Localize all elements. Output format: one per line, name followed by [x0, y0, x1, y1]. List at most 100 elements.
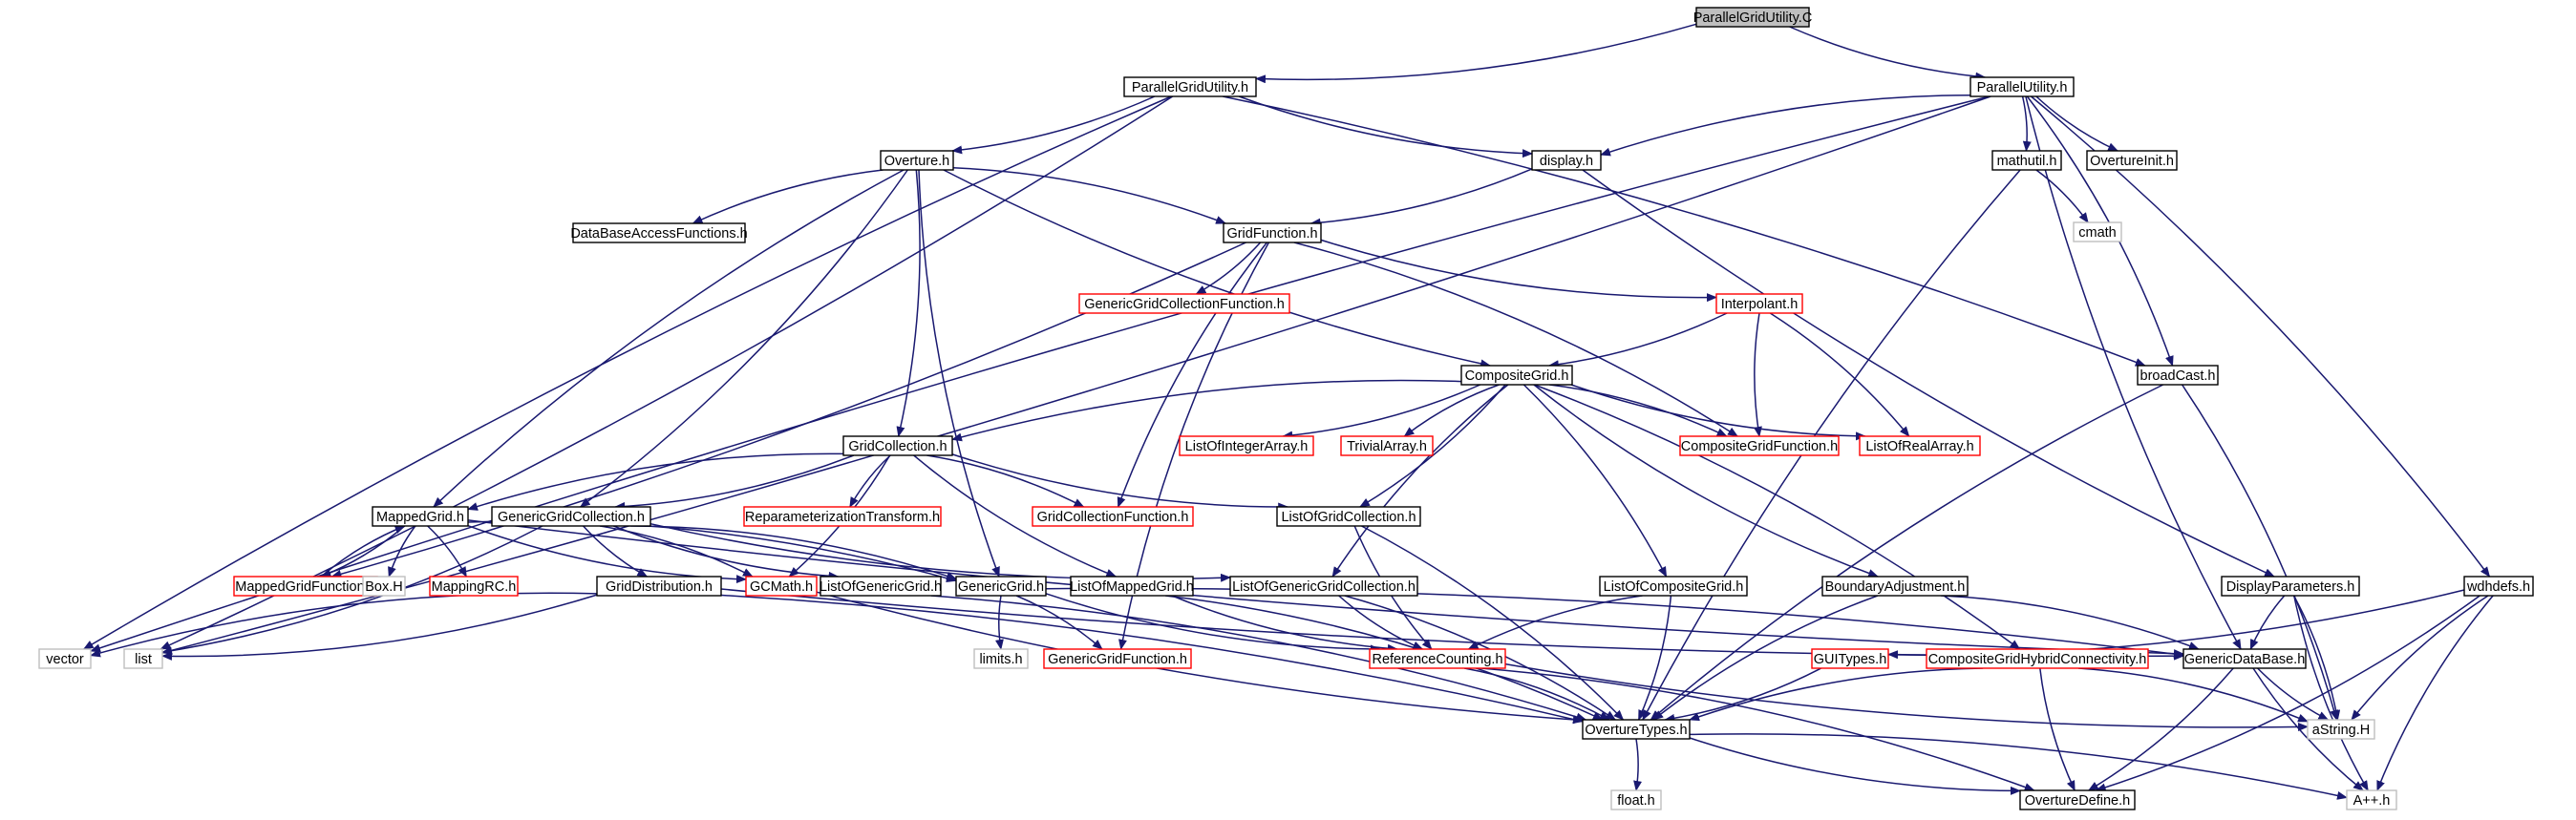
node-box: [1679, 435, 1840, 456]
edge-referencecounting-h-to-overturetypes-h: [1463, 667, 1610, 721]
node-compositegridhybridconnectivity-h[interactable]: CompositeGridHybridConnectivity.h: [1926, 648, 2149, 669]
node-box: [2182, 648, 2307, 669]
edge-displayparameters-h-to-genericdatabase-h: [2249, 595, 2286, 650]
edge-line: [161, 594, 598, 661]
edge-line: [1015, 595, 1103, 650]
node-box: [1821, 576, 1969, 597]
edge-line: [160, 95, 1174, 650]
node-compositegrid-h[interactable]: CompositeGrid.h: [1460, 365, 1573, 386]
edge-overture-h-to-genericgridcollection-h: [579, 169, 908, 508]
node-label: DisplayParameters.h: [2226, 579, 2355, 595]
node-gcmath-h[interactable]: GCMath.h: [745, 576, 818, 597]
node-box: [2073, 221, 2122, 242]
node-label: ListOfGridCollection.h: [1281, 510, 1416, 525]
edge-gridfunction-h-to-interpolant-h: [1320, 239, 1717, 303]
node-trivialarray-h[interactable]: TrivialArray.h: [1340, 435, 1434, 456]
node-displayparameters-h[interactable]: DisplayParameters.h: [2221, 576, 2360, 597]
node-app-h: A++.h: [2346, 789, 2397, 810]
node-box: [1340, 435, 1434, 456]
node-guitypes-h[interactable]: GUITypes.h: [1811, 648, 1889, 669]
node-display-h[interactable]: display.h: [1531, 150, 1602, 171]
node-parallelgridutility-c[interactable]: ParallelGridUtility.C: [1693, 7, 1813, 28]
edge-parallelgridutility-h-to-overture-h: [951, 95, 1156, 155]
node-parallelutility-h[interactable]: ParallelUtility.h: [1969, 76, 2075, 97]
edge-line: [896, 169, 921, 437]
edge-griddistribution-h-to-overturetypes-h: [720, 594, 1584, 724]
edge-parallelgridutility-h-to-display-h: [1238, 95, 1533, 158]
edge-mappedgrid-h-to-genericdatabase-h: [467, 519, 2184, 659]
node-limits-h: limits.h: [973, 648, 1029, 669]
node-box: [745, 576, 818, 597]
node-genericdatabase-h[interactable]: GenericDataBase.h: [2182, 648, 2307, 669]
edge-line: [427, 525, 467, 578]
edge-compositegrid-h-to-listofgenericgridcollection-h: [1331, 384, 1509, 578]
edge-line: [2257, 667, 2330, 721]
edge-gridfunction-h-to-genericgridcollectionfunction-h: [1195, 242, 1262, 295]
node-listofgenericgridcollection-h[interactable]: ListOfGenericGridCollection.h: [1229, 576, 1418, 597]
edge-line: [1045, 593, 1381, 654]
edge-line: [951, 379, 1462, 442]
node-mappingrc-h[interactable]: MappingRC.h: [429, 576, 519, 597]
node-box: [2019, 789, 2136, 810]
node-listofgridcollection-h[interactable]: ListOfGridCollection.h: [1276, 506, 1421, 527]
node-gridcollectionfunction-h[interactable]: GridCollectionFunction.h: [1032, 506, 1194, 527]
node-overturetypes-h[interactable]: OvertureTypes.h: [1582, 719, 1691, 740]
node-mappedgridfunction-h[interactable]: MappedGridFunction.h: [233, 576, 378, 597]
node-gridfunction-h[interactable]: GridFunction.h: [1223, 222, 1322, 243]
node-mappedgrid-h[interactable]: MappedGrid.h: [372, 506, 469, 527]
edge-line: [161, 95, 1991, 655]
node-broadcast-h[interactable]: broadCast.h: [2137, 365, 2219, 386]
edge-gridfunction-h-to-compositegridfunction-h: [1293, 242, 1738, 437]
node-genericgridfunction-h[interactable]: GenericGridFunction.h: [1043, 648, 1192, 669]
edge-line: [1223, 95, 2146, 367]
edge-line: [692, 169, 884, 224]
edge-line: [2035, 169, 2089, 223]
node-label: GenericDataBase.h: [2184, 652, 2306, 667]
node-parallelgridutility-h[interactable]: ParallelGridUtility.h: [1123, 76, 1257, 97]
node-genericgridcollectionfunction-h[interactable]: GenericGridCollectionFunction.h: [1078, 293, 1290, 314]
node-label: ParallelGridUtility.C: [1693, 11, 1813, 26]
node-listofrealarray-h[interactable]: ListOfRealArray.h: [1859, 435, 1981, 456]
node-overtureinit-h[interactable]: OvertureInit.h: [2086, 150, 2178, 171]
edge-referencecounting-h-to-astring-h: [1504, 662, 2309, 731]
node-reparameterizationtransform-h[interactable]: ReparameterizationTransform.h: [743, 506, 942, 527]
edge-line: [82, 95, 1172, 650]
node-gridcollection-h[interactable]: GridCollection.h: [842, 435, 953, 456]
node-boundaryadjustment-h[interactable]: BoundaryAdjustment.h: [1821, 576, 1969, 597]
node-listofgenericgrid-h[interactable]: ListOfGenericGrid.h: [820, 576, 942, 597]
node-genericgridcollection-h[interactable]: GenericGridCollection.h: [491, 506, 651, 527]
edge-line: [816, 591, 1584, 725]
edge-broadcast-h-to-overturetypes-h: [1650, 384, 2164, 721]
node-interpolant-h[interactable]: Interpolant.h: [1715, 293, 1803, 314]
node-label: GenericGridCollectionFunction.h: [1084, 297, 1285, 312]
node-box: [1991, 150, 2062, 171]
edge-wdhdefs-h-to-overturedefine-h: [2095, 595, 2480, 792]
node-cmath: cmath: [2073, 221, 2122, 242]
edge-line: [2087, 667, 2234, 791]
edge-genericgrid-h-to-limits-h: [994, 595, 1004, 650]
node-genericgrid-h[interactable]: GenericGrid.h: [955, 576, 1047, 597]
node-label: GenericGrid.h: [958, 579, 1044, 595]
edge-line: [951, 453, 1289, 512]
node-label: TrivialArray.h: [1347, 439, 1427, 454]
node-label: ParallelUtility.h: [1977, 80, 2068, 95]
node-griddistribution-h[interactable]: GridDistribution.h: [596, 576, 722, 597]
edge-compositegrid-h-to-boundaryadjustment-h: [1533, 384, 1880, 578]
edge-overturetypes-h-to-float-h: [1633, 738, 1643, 791]
node-wdhdefs-h[interactable]: wdhdefs.h: [2463, 576, 2534, 597]
node-databaseaccessfunctions-h[interactable]: DataBaseAccessFunctions.h: [570, 222, 748, 243]
edge-line: [1117, 242, 1267, 508]
node-mathutil-h[interactable]: mathutil.h: [1991, 150, 2062, 171]
edge-compositegrid-h-to-listofgridcollection-h: [1359, 384, 1506, 508]
node-listofintegerarray-h[interactable]: ListOfIntegerArray.h: [1179, 435, 1314, 456]
edge-line: [467, 524, 747, 584]
node-referencecounting-h[interactable]: ReferenceCounting.h: [1369, 648, 1506, 669]
node-listofcompositegrid-h[interactable]: ListOfCompositeGrid.h: [1599, 576, 1748, 597]
node-overture-h[interactable]: Overture.h: [880, 150, 954, 171]
node-overturedefine-h[interactable]: OvertureDefine.h: [2019, 789, 2136, 810]
edge-interpolant-h-to-listofrealarray-h: [1769, 312, 1910, 437]
edge-overturetypes-h-to-overturedefine-h: [1689, 737, 2021, 795]
node-compositegridfunction-h[interactable]: CompositeGridFunction.h: [1679, 435, 1840, 456]
node-listofmappedgrid-h[interactable]: ListOfMappedGrid.h: [1070, 576, 1194, 597]
edge-line: [1789, 26, 1987, 81]
